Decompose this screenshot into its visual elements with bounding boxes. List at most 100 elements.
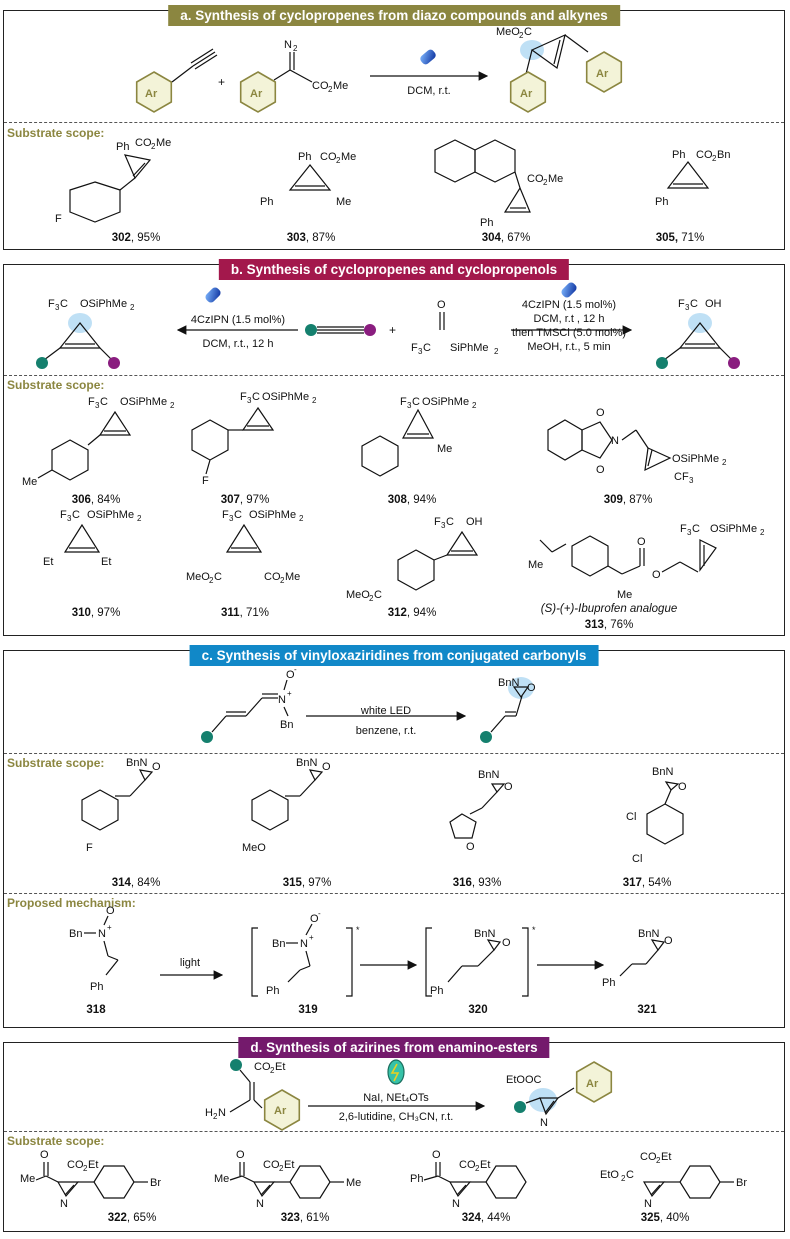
svg-text:N: N (284, 39, 292, 51)
panel-c-cond-top: white LED (360, 705, 412, 717)
svg-text:2: 2 (293, 44, 298, 53)
svg-text:2: 2 (279, 1164, 284, 1173)
svg-text:N: N (300, 938, 308, 950)
svg-text:O: O (678, 781, 687, 793)
svg-text:2: 2 (209, 576, 214, 585)
compound-319-label: 319 (298, 1004, 318, 1016)
svg-text:N: N (278, 694, 286, 706)
electrode-icon-d (387, 1059, 405, 1085)
svg-text:Ph: Ph (116, 141, 129, 153)
svg-text:3: 3 (95, 401, 100, 410)
light-label: light (179, 957, 201, 969)
svg-text:CF: CF (674, 471, 689, 483)
svg-text:F: F (88, 396, 95, 408)
svg-text:Me: Me (336, 196, 351, 208)
compound-312-label: 312, 94% (387, 607, 437, 619)
svg-text:F: F (400, 396, 407, 408)
svg-text:2: 2 (130, 303, 135, 312)
panel-c-divider-1 (4, 753, 784, 754)
panel-a: a. Synthesis of cyclopropenes from diazo… (3, 5, 785, 250)
svg-text:F: F (240, 391, 247, 403)
panel-a-divider (4, 122, 784, 123)
svg-text:O: O (596, 407, 605, 419)
compound-303-label: 303, 87% (286, 232, 336, 244)
compound-304-label: 304, 67% (481, 232, 531, 244)
svg-text:BnN: BnN (296, 757, 317, 769)
alkyne-b (305, 324, 376, 336)
panel-b-left-conditions: 4CzIPN (1.5 mol%)DCM, r.t., 12 h (190, 314, 286, 350)
svg-text:SiPhMe: SiPhMe (450, 342, 489, 354)
compound-308-label: 308, 94% (387, 494, 437, 506)
svg-text:Ph: Ph (260, 196, 273, 208)
svg-text:C: C (252, 391, 260, 403)
svg-text:-: - (294, 665, 297, 674)
svg-text:F: F (222, 509, 229, 521)
svg-text:2: 2 (83, 1164, 88, 1173)
panel-a-title: a. Synthesis of cyclopropenes from diazo… (168, 5, 620, 26)
svg-text:O: O (596, 464, 605, 476)
compound-309-label: 309, 87% (603, 494, 653, 506)
svg-text:Ph: Ph (266, 985, 279, 997)
svg-text:F: F (678, 298, 685, 310)
svg-text:Me: Me (22, 476, 37, 488)
svg-text:2: 2 (369, 594, 374, 603)
svg-text:O: O (40, 1149, 49, 1161)
svg-text:3: 3 (67, 514, 72, 523)
svg-text:OSiPhMe: OSiPhMe (249, 509, 296, 521)
svg-text:2: 2 (760, 528, 765, 537)
svg-text:C: C (100, 396, 108, 408)
svg-text:Me: Me (548, 173, 563, 185)
svg-text:C: C (374, 589, 382, 601)
svg-text:-: - (114, 901, 117, 910)
azirine-product-d: EtOOC N Ar (506, 1061, 613, 1129)
svg-text:+: + (287, 689, 292, 698)
svg-text:3: 3 (247, 396, 252, 405)
lamp-icon-b-right (561, 282, 577, 298)
svg-text:N: N (218, 1107, 226, 1119)
panel-c-scope-label: Substrate scope: (7, 756, 105, 770)
svg-text:MeO: MeO (242, 842, 266, 854)
svg-text:MeO: MeO (186, 571, 210, 583)
svg-text:Me: Me (617, 589, 632, 601)
panel-b-right-conditions: 4CzIPN (1.5 mol%)DCM, r.t , 12 h then TM… (511, 299, 627, 353)
svg-text:2: 2 (137, 514, 142, 523)
svg-text:Ar: Ar (250, 88, 263, 100)
svg-text:3: 3 (689, 476, 694, 485)
svg-text:3: 3 (55, 303, 60, 312)
svg-text:2: 2 (519, 31, 524, 40)
svg-text:Me: Me (20, 1173, 35, 1185)
svg-text:O: O (664, 935, 673, 947)
compound-307-label: 307, 97% (220, 494, 270, 506)
svg-text:Ph: Ph (672, 149, 685, 161)
svg-text:CO: CO (312, 80, 329, 92)
svg-text:Me: Me (437, 443, 452, 455)
svg-text:BnN: BnN (474, 928, 495, 940)
svg-text:Bn: Bn (280, 719, 293, 731)
svg-text:2: 2 (656, 1156, 661, 1165)
svg-text:2: 2 (475, 1164, 480, 1173)
svg-text:3: 3 (418, 347, 423, 356)
svg-text:Me: Me (333, 80, 348, 92)
svg-text:3: 3 (441, 521, 446, 530)
svg-text:OSiPhMe: OSiPhMe (87, 509, 134, 521)
svg-text:C: C (72, 509, 80, 521)
compound-318-label: 318 (86, 1004, 106, 1016)
svg-text:C: C (692, 523, 700, 535)
svg-text:Br: Br (150, 1177, 161, 1189)
panel-a-scope-label: Substrate scope: (7, 126, 105, 140)
svg-text:O: O (502, 937, 511, 949)
svg-text:2: 2 (270, 1066, 275, 1075)
svg-text:3: 3 (685, 303, 690, 312)
structure-318: Bn N+ O- Ph (69, 901, 119, 993)
